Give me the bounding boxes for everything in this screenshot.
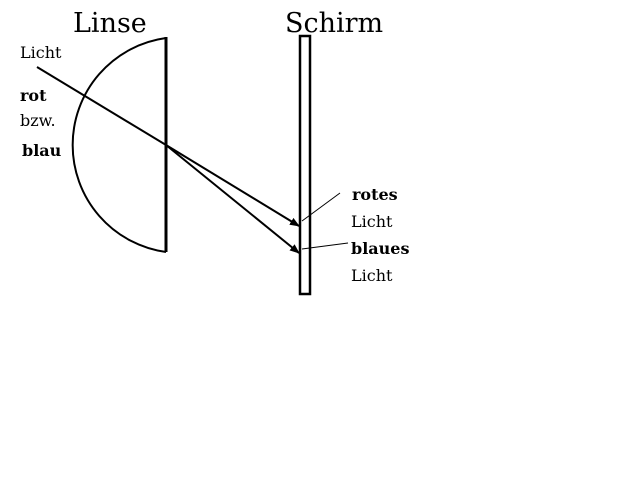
red-ray — [165, 144, 300, 227]
blue-light-label-light: Licht — [351, 266, 393, 285]
red-leader-line — [301, 192, 341, 222]
blue-label: blau — [22, 141, 62, 160]
red-light-label-light: Licht — [351, 212, 393, 231]
red-light-label-word: rotes — [352, 185, 398, 204]
screen-shape — [298, 34, 312, 296]
or-label: bzw. — [20, 111, 56, 130]
blue-ray — [165, 144, 300, 254]
screen-title: Schirm — [285, 8, 384, 39]
lens-curved-surface — [71, 37, 167, 253]
blue-leader-line — [301, 242, 349, 250]
incoming-light-label: Licht — [20, 43, 62, 62]
red-label: rot — [20, 86, 47, 105]
lens-title: Linse — [73, 8, 147, 39]
blue-light-label-word: blaues — [351, 239, 410, 258]
incident-ray — [36, 66, 167, 146]
